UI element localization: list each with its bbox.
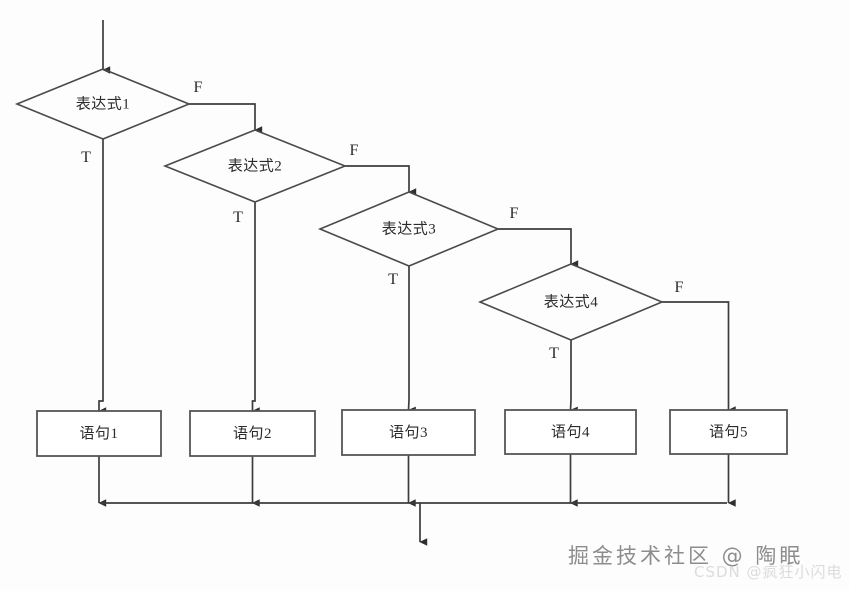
branch-label-false-expr2: F [350, 142, 359, 159]
decision-label-expr4: 表达式4 [544, 293, 599, 310]
decision-label-expr1: 表达式1 [76, 95, 131, 112]
true-branch-expr1 [98, 139, 107, 415]
false-branch-expr3 [498, 228, 579, 268]
branch-label-true-expr4: T [549, 345, 559, 362]
statement-label-stmt5: 语句5 [709, 423, 748, 440]
statement-box-stmt1[interactable] [36, 410, 162, 457]
statement-box-stmt5[interactable] [669, 409, 788, 455]
decision-diamond-expr2[interactable] [162, 129, 348, 203]
decision-label-expr2: 表达式2 [228, 157, 283, 174]
branch-label-true-expr2: T [233, 209, 243, 226]
statement-box-stmt2[interactable] [189, 410, 316, 457]
true-branch-expr3 [407, 266, 416, 415]
decision-label-expr3: 表达式3 [382, 220, 437, 237]
true-branch-expr2 [251, 202, 260, 415]
decision-diamond-expr4[interactable] [477, 263, 665, 341]
statement-label-stmt3: 语句3 [389, 424, 428, 441]
shape-group [14, 68, 788, 457]
watermark-secondary: CSDN @疯狂小闪电 [694, 563, 843, 581]
false-branch-expr2 [345, 165, 417, 196]
decision-diamond-expr3[interactable] [317, 191, 501, 267]
statement-label-stmt4: 语句4 [551, 423, 590, 440]
branch-label-false-expr1: F [194, 79, 203, 96]
branch-label-false-expr3: F [510, 205, 519, 222]
statement-box-stmt4[interactable] [504, 409, 637, 455]
decision-diamond-expr1[interactable] [14, 68, 192, 140]
branch-label-true-expr3: T [388, 271, 398, 288]
branch-label-true-expr1: T [81, 149, 91, 166]
branch-label-false-expr4: F [675, 279, 684, 296]
statement-box-stmt3[interactable] [341, 409, 476, 456]
statement-label-stmt1: 语句1 [79, 425, 118, 442]
statement-label-stmt2: 语句2 [233, 425, 272, 442]
connector-group [98, 20, 736, 546]
false-branch-expr4 [662, 301, 736, 414]
false-branch-expr1 [189, 103, 263, 134]
watermark-primary: 掘金技术社区 @ 陶眠 [568, 544, 804, 568]
true-branch-expr4 [569, 340, 578, 415]
